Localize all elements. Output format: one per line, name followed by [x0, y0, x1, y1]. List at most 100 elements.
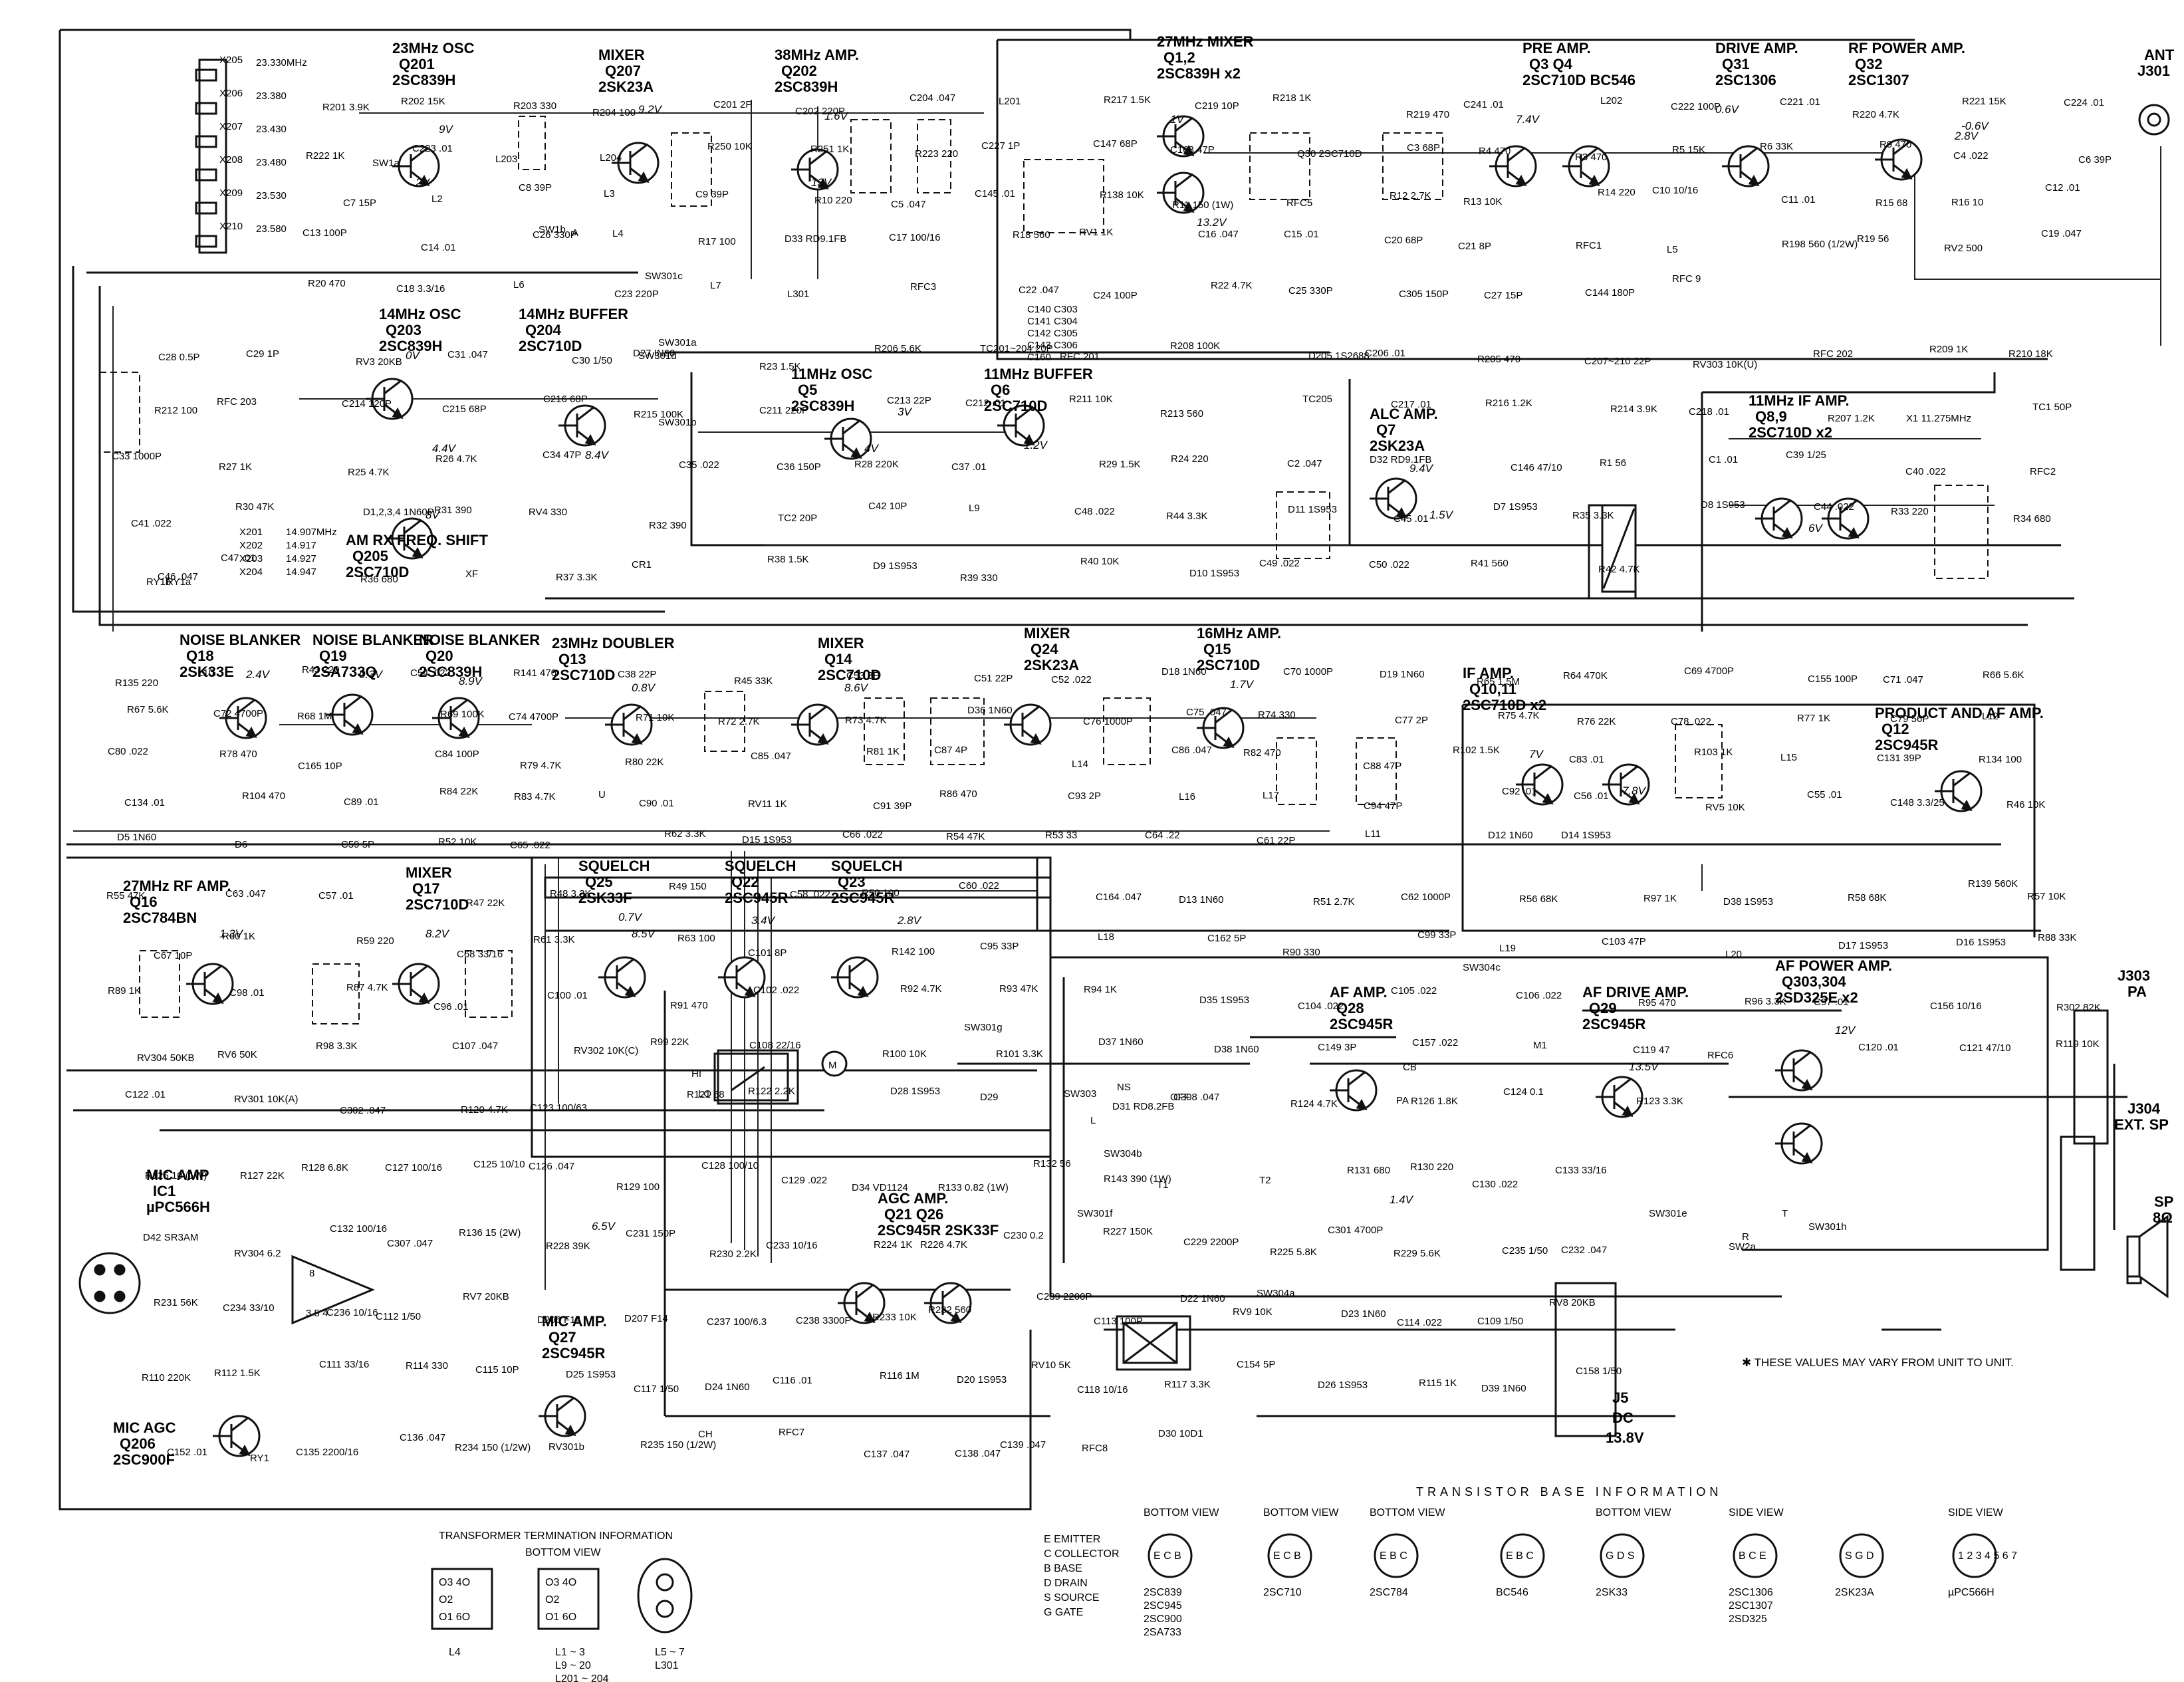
component-label: C54 .022: [410, 667, 451, 679]
component-label: R27 1K: [219, 461, 252, 473]
component-label: D37 1N60: [1098, 1036, 1144, 1048]
component-label: C100 .01: [547, 990, 588, 1001]
stage-device: 2SC900F: [113, 1451, 175, 1468]
component-label: R22 4.7K: [1211, 280, 1253, 291]
stage-device: 2SC945R: [542, 1345, 606, 1362]
stage-part: Q20: [425, 648, 453, 664]
component-label: L15: [1780, 752, 1797, 763]
component-label: L17: [1263, 790, 1279, 801]
transistor-package-icon: [1733, 1533, 1778, 1578]
component-label: TC2 20P: [778, 513, 817, 524]
component-label: R33 220: [1891, 506, 1929, 517]
crystal-freq: 23.330MHz: [256, 57, 307, 68]
crystal-icon: [195, 201, 217, 215]
component-label: C87 4P: [934, 745, 967, 756]
stage-device: 2SC945R: [1582, 1016, 1646, 1032]
stage-part: Q32: [1855, 56, 1883, 72]
stage-device: 2SC710D: [984, 398, 1047, 414]
component-label: C37 .01: [951, 461, 987, 473]
component-label: RFC8: [1082, 1443, 1108, 1454]
component-label: L301: [787, 289, 809, 300]
stage-title: 14MHz BUFFER: [519, 306, 628, 322]
component-label: L9: [969, 503, 980, 514]
component-label: R83 4.7K: [514, 791, 556, 802]
legend-key-item: E EMITTER: [1044, 1534, 1100, 1545]
component-label: C216 68P: [543, 394, 588, 405]
component-label: C213 22P: [887, 395, 931, 406]
component-label: R128 6.8K: [301, 1162, 348, 1173]
component-label: C21 8P: [1458, 241, 1491, 252]
voltage-label: 3.4V: [751, 914, 776, 927]
component-label: C44 .022: [1814, 501, 1854, 513]
voltage-label: 2.8V: [897, 914, 922, 927]
component-label: C109 1/50: [1477, 1316, 1523, 1327]
component-label: C57 .01: [318, 890, 354, 901]
component-label: D1,2,3,4 1N60P: [363, 507, 434, 518]
component-label: R216 1.2K: [1485, 398, 1532, 409]
component-label: R11 150 (1W): [1172, 199, 1233, 211]
transistor-icon: [791, 703, 839, 746]
component-label: D33 RD9.1FB: [785, 233, 846, 245]
svg-text:3 5 4: 3 5 4: [306, 1308, 328, 1319]
voltage-label: 12V: [1835, 1024, 1856, 1036]
component-label: R19 56: [1857, 233, 1889, 245]
stage-device: 2SK23A: [1024, 657, 1079, 673]
voltage-label: 6.5V: [592, 1220, 616, 1233]
switch-label: SW1a: [372, 158, 400, 169]
component-label: C61 22P: [1257, 835, 1295, 846]
crystal-freq: 14.927: [286, 553, 316, 564]
legend-view: BOTTOM VIEW: [1596, 1507, 1671, 1518]
component-label: R56 68K: [1519, 894, 1558, 905]
component-label: R15 68: [1876, 197, 1907, 209]
crystal-icon: [195, 102, 217, 115]
component-label: R1 56: [1600, 457, 1626, 469]
component-label: R129 100: [616, 1181, 660, 1193]
stage-device: 2SC710D: [1197, 657, 1260, 673]
component-label: R55 47K: [106, 890, 145, 901]
stage-title: NOISE BLANKER: [419, 632, 540, 648]
xfmr-subtitle: BOTTOM VIEW: [525, 1547, 601, 1558]
switch-mode-label: U: [598, 789, 606, 800]
transistor-icon: [1935, 770, 1983, 812]
mic-amp-ic1: 8 3 5 4: [291, 1255, 375, 1325]
voltage-label: 13V: [811, 176, 832, 189]
crystal-freq: 23.530: [256, 190, 287, 201]
component-label: R52 10K: [438, 836, 477, 848]
stage-device: 2SA733Q: [312, 663, 377, 680]
component-label: C129 .022: [781, 1175, 827, 1186]
component-label: R93 47K: [999, 983, 1038, 995]
component-label: C14 .01: [421, 242, 456, 253]
component-label: D20 1S953: [957, 1374, 1007, 1385]
component-label: R66 5.6K: [1983, 669, 2024, 681]
voltage-label: 0.8V: [632, 681, 656, 694]
component-label: RFC3: [910, 281, 936, 293]
svg-text:M: M: [828, 1060, 837, 1071]
stage-part: Q201: [399, 56, 435, 72]
legend-parts: BC546: [1496, 1587, 1528, 1598]
transistor-icon: [997, 404, 1045, 447]
switch-mode-label: PA: [1396, 1095, 1409, 1106]
stage-title: MIXER: [818, 635, 864, 652]
component-label: R86 470: [939, 788, 977, 800]
component-label: C25 330P: [1288, 285, 1333, 297]
component-label: C214 120P: [342, 398, 392, 410]
component-label: R110 220K: [142, 1372, 191, 1383]
stage-part: Q8,9: [1755, 408, 1787, 425]
transistor-icon: [831, 956, 879, 999]
crystal-freq: 14.917: [286, 540, 316, 551]
component-label: C118 10/16: [1077, 1384, 1128, 1395]
component-label: C212 .01: [965, 398, 1006, 409]
component-label: X1 11.275MHz: [1906, 413, 1971, 424]
component-label: C93 2P: [1068, 790, 1101, 802]
switch-label: SW301d: [638, 350, 677, 362]
component-label: R234 150 (1/2W): [455, 1442, 531, 1453]
xfmr-parts: L4: [449, 1647, 461, 1658]
component-label: C58 .022: [790, 889, 830, 900]
transistor-icon: [366, 378, 414, 420]
